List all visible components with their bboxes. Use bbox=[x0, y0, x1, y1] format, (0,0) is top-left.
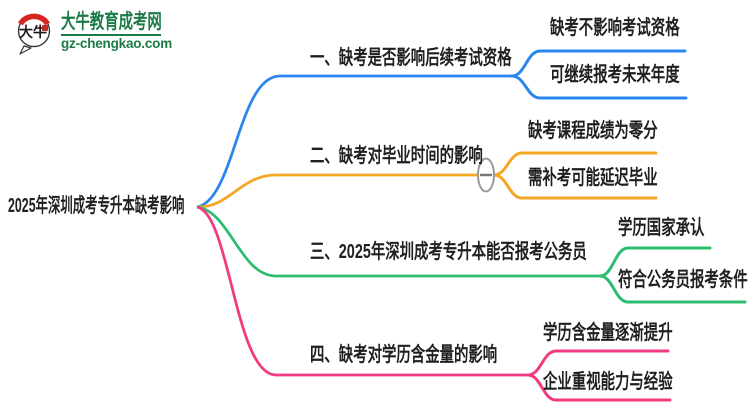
branch-node-1[interactable]: 一、缺考是否影响后续考试资格 bbox=[310, 47, 512, 69]
site-logo[interactable]: 大牛 大牛教育成考网 gz-chengkao.com bbox=[16, 11, 201, 55]
site-name: 大牛教育成考网 bbox=[61, 11, 162, 33]
collapse-button[interactable] bbox=[477, 157, 495, 193]
branch-node-2[interactable]: 二、缺考对毕业时间的影响 bbox=[310, 145, 483, 167]
cow-logo-icon: 大牛 bbox=[17, 13, 51, 55]
leaf-node-3-2[interactable]: 符合公务员报考条件 bbox=[618, 269, 748, 291]
logo-text: 大牛教育成考网 gz-chengkao.com bbox=[61, 11, 201, 51]
root-node[interactable]: 2025年深圳成考专升本缺考影响 bbox=[8, 195, 185, 217]
leaf-node-3-1[interactable]: 学历国家承认 bbox=[618, 217, 705, 239]
logo-divider bbox=[61, 34, 161, 36]
leaf-node-1-2[interactable]: 可继续报考未来年度 bbox=[550, 64, 680, 86]
branch-node-3[interactable]: 三、2025年深圳成考专升本能否报考公务员 bbox=[310, 241, 587, 263]
leaf-node-4-2[interactable]: 企业重视能力与经验 bbox=[543, 371, 673, 393]
branch-connector bbox=[196, 173, 477, 209]
leaf-node-4-1[interactable]: 学历含金量逐渐提升 bbox=[543, 322, 673, 344]
branch-node-4[interactable]: 四、缺考对学历含金量的影响 bbox=[310, 344, 498, 366]
leaf-node-2-2[interactable]: 需补考可能延迟毕业 bbox=[528, 167, 658, 189]
leaf-node-1-1[interactable]: 缺考不影响考试资格 bbox=[550, 17, 680, 39]
leaf-node-2-1[interactable]: 缺考课程成绩为零分 bbox=[528, 120, 658, 142]
svg-text:大牛: 大牛 bbox=[19, 24, 47, 40]
branch-connector bbox=[196, 74, 512, 209]
site-url: gz-chengkao.com bbox=[61, 36, 173, 51]
